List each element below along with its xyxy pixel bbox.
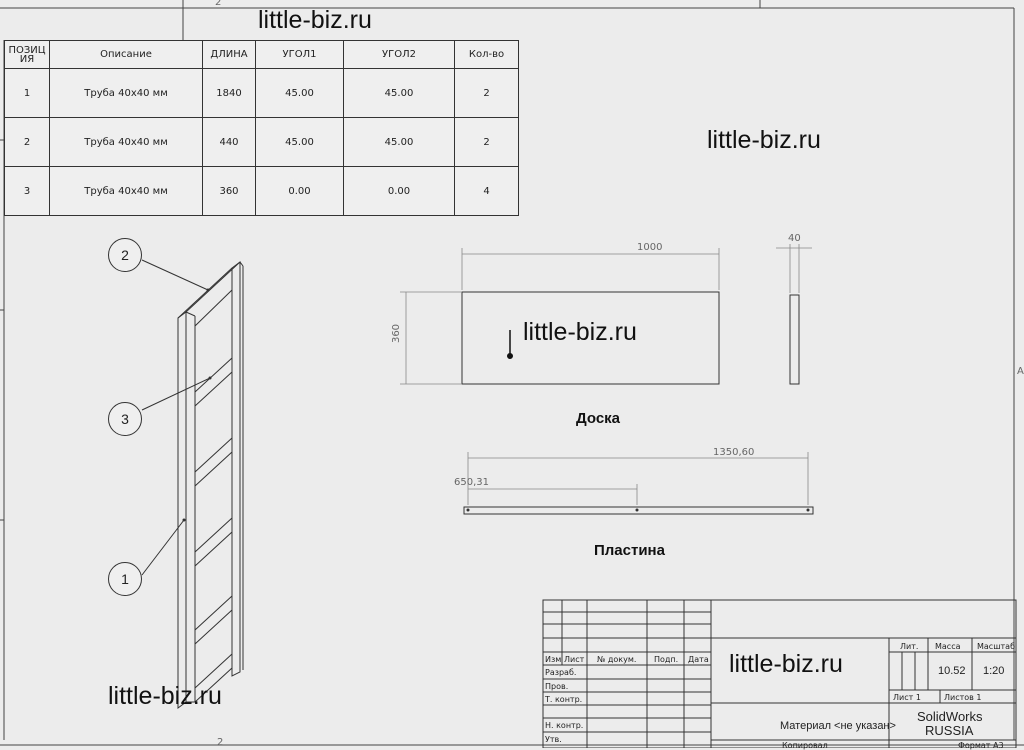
tb-sheets-label: Листов 1 <box>944 693 982 702</box>
tb-row-label: Т. контр. <box>545 695 583 704</box>
tb-sheet-label: Лист 1 <box>893 693 921 702</box>
bom-header-position: ПОЗИЦ ИЯ <box>4 40 50 69</box>
bom-cell: 440 <box>202 117 256 167</box>
tb-col-header: Лист <box>564 655 585 664</box>
tb-company-line1: SolidWorks <box>917 709 983 724</box>
board-height-dimension: 360 <box>391 323 403 344</box>
bom-cell: 45.00 <box>255 68 344 118</box>
board-dimensions <box>400 244 812 385</box>
tb-copied-label: Копировал <box>782 741 828 750</box>
watermark-text: little-biz.ru <box>108 682 222 710</box>
tb-row-label: Н. контр. <box>545 721 584 730</box>
tb-col-header: Дата <box>688 655 709 664</box>
tb-col-header: Изм <box>545 655 562 664</box>
bom-cell: 360 <box>202 166 256 216</box>
bom-cell: 1840 <box>202 68 256 118</box>
bom-cell: 0.00 <box>343 166 455 216</box>
frame-mark-top: 2 <box>215 0 222 8</box>
tb-mass-label: Масса <box>935 642 961 651</box>
tb-material: Материал <не указан> <box>780 720 896 732</box>
bom-cell: Труба 40х40 мм <box>49 117 203 167</box>
tb-company-line2: RUSSIA <box>925 723 974 738</box>
tb-row-label: Разраб. <box>545 668 577 677</box>
tb-row-label: Пров. <box>545 682 569 691</box>
tb-scale-label: Масштаб <box>977 642 1016 651</box>
bom-cell: 0.00 <box>255 166 344 216</box>
leader-dots <box>182 288 212 522</box>
bom-cell: 3 <box>4 166 50 216</box>
plate-mid-dimension: 650,31 <box>454 477 489 488</box>
plate-dimensions <box>467 452 809 505</box>
watermark-text: little-biz.ru <box>707 126 821 154</box>
frame-mark-bottom: 2 <box>217 737 224 748</box>
plate-caption: Пластина <box>594 542 665 559</box>
table-row: 2 Труба 40х40 мм 440 45.00 45.00 2 <box>4 117 519 167</box>
bom-cell: 1 <box>4 68 50 118</box>
tb-scale-value: 1:20 <box>983 665 1005 677</box>
bom-cell: 2 <box>454 68 519 118</box>
bill-of-materials-table: ПОЗИЦ ИЯ Описание ДЛИНА УГОЛ1 УГОЛ2 Кол-… <box>4 40 519 216</box>
watermark-text: little-biz.ru <box>523 318 637 346</box>
item-balloon: 3 <box>108 402 142 436</box>
bom-header-row: ПОЗИЦ ИЯ Описание ДЛИНА УГОЛ1 УГОЛ2 Кол-… <box>4 40 519 69</box>
bom-header-angle2: УГОЛ2 <box>343 40 455 69</box>
tb-col-header: Подп. <box>654 655 679 664</box>
bom-cell: Труба 40х40 мм <box>49 68 203 118</box>
item-balloon: 1 <box>108 562 142 596</box>
watermark-dot <box>507 353 513 359</box>
bom-cell: 2 <box>454 117 519 167</box>
tb-mass-value: 10.52 <box>938 665 966 677</box>
tb-lit-label: Лит. <box>900 642 919 651</box>
board-thickness-dimension: 40 <box>788 233 801 244</box>
bom-cell: 2 <box>4 117 50 167</box>
board-drawing <box>461 291 800 385</box>
title-block-grid <box>542 599 1017 748</box>
watermark-text: little-biz.ru <box>729 650 843 678</box>
bom-cell: 45.00 <box>343 68 455 118</box>
bom-header-length: ДЛИНА <box>202 40 256 69</box>
bom-header-angle1: УГОЛ1 <box>255 40 344 69</box>
bom-header-description: Описание <box>49 40 203 69</box>
tb-row-label: Утв. <box>545 735 562 744</box>
bom-cell: 45.00 <box>255 117 344 167</box>
watermark-text: little-biz.ru <box>258 6 372 34</box>
item-balloon: 2 <box>108 238 142 272</box>
table-row: 3 Труба 40х40 мм 360 0.00 0.00 4 <box>4 166 519 216</box>
plate-drawing <box>463 506 814 515</box>
tb-format-label: Формат A3 <box>958 741 1004 750</box>
bom-cell: Труба 40х40 мм <box>49 166 203 216</box>
frame-mark-right: A <box>1017 366 1024 377</box>
bom-cell: 45.00 <box>343 117 455 167</box>
bom-cell: 4 <box>454 166 519 216</box>
tb-col-header: № докум. <box>597 655 637 664</box>
plate-holes <box>466 508 810 512</box>
balloon-leaders <box>141 259 211 576</box>
ladder-frame-drawing <box>177 261 244 709</box>
bom-header-quantity: Кол-во <box>454 40 519 69</box>
board-caption: Доска <box>576 410 621 427</box>
table-row: 1 Труба 40х40 мм 1840 45.00 45.00 2 <box>4 68 519 118</box>
board-width-dimension: 1000 <box>637 242 663 253</box>
plate-length-dimension: 1350,60 <box>713 447 755 458</box>
